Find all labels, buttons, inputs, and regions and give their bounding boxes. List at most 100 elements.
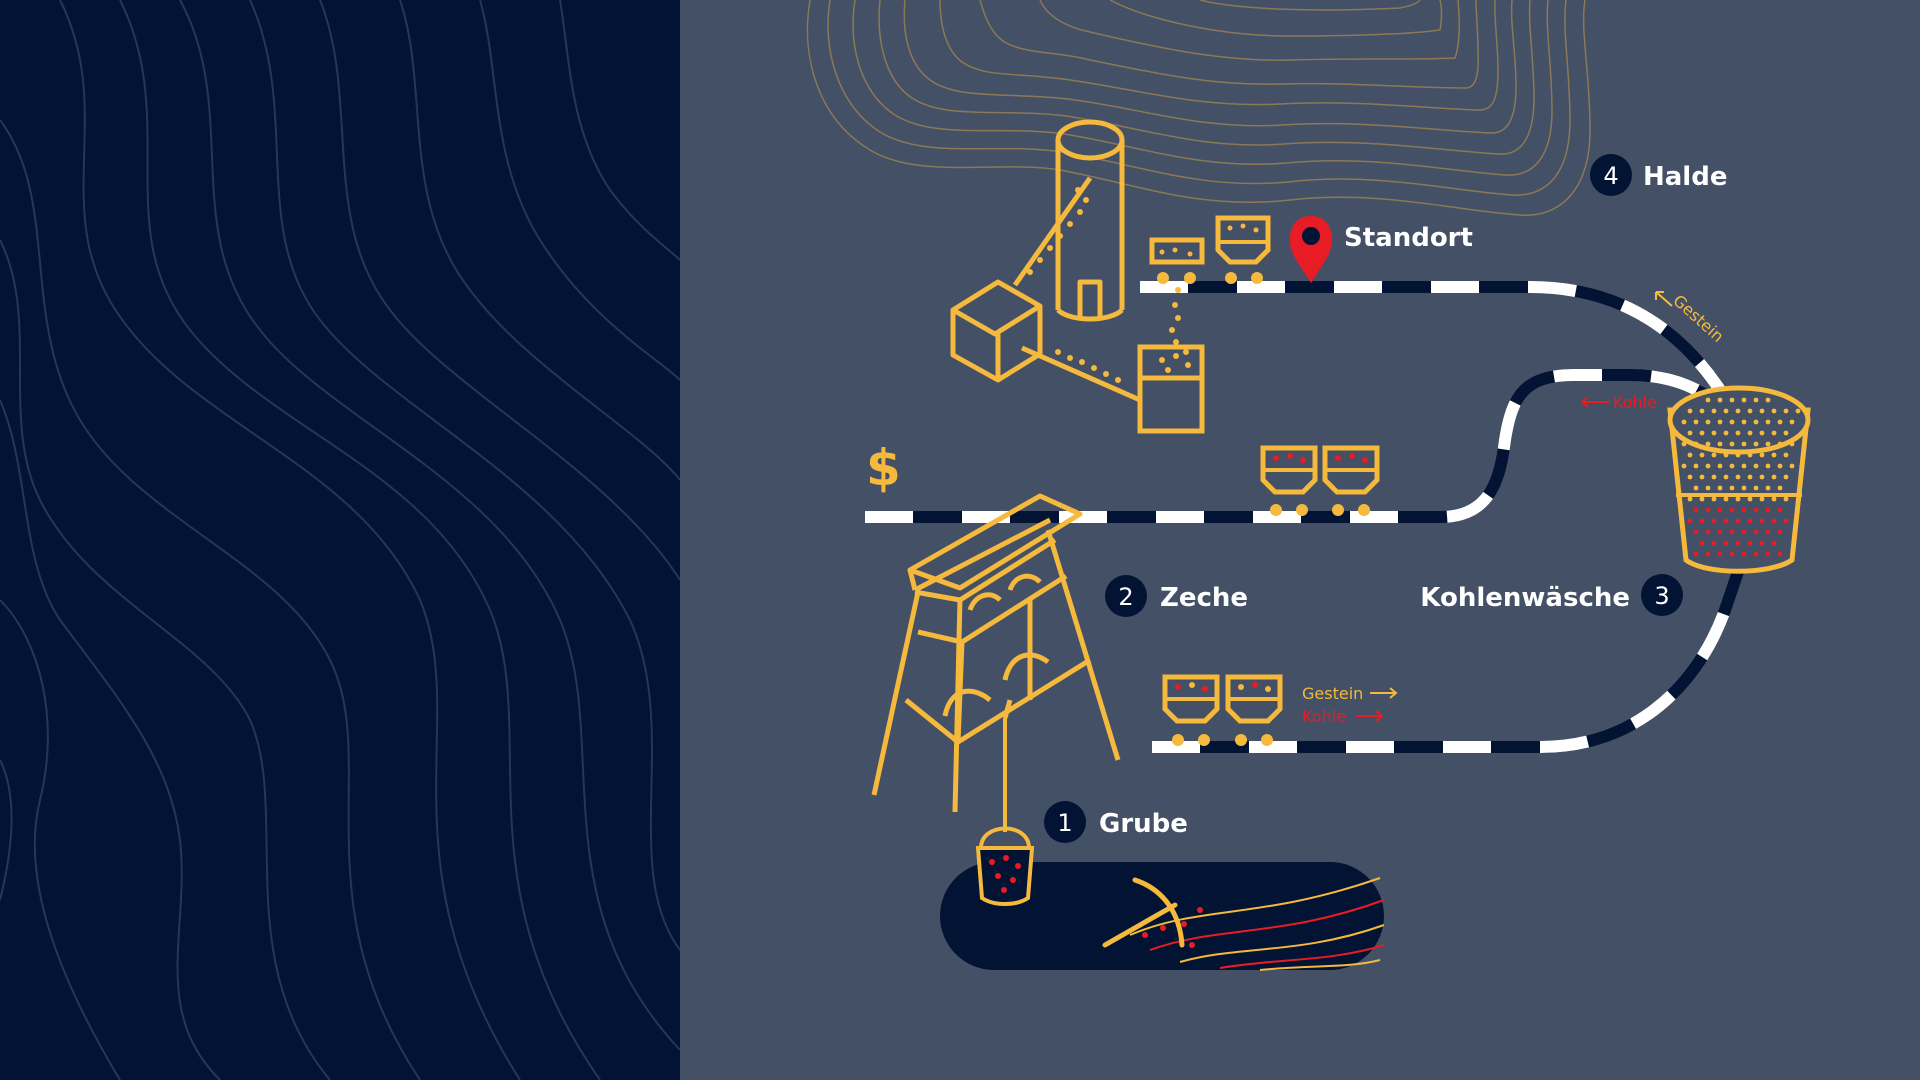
drum-particle: [1789, 463, 1795, 469]
drum-particle: [1789, 441, 1795, 447]
drum-particle: [1717, 463, 1723, 469]
step-number: 4: [1603, 162, 1618, 190]
drum-particle: [1717, 441, 1723, 447]
drum-particle: [1747, 518, 1753, 524]
drum-particle: [1711, 474, 1717, 480]
drum-particle: [1723, 518, 1729, 524]
silo-icon: [1012, 119, 1125, 322]
drum-particle: [1747, 452, 1753, 458]
step-number: 3: [1654, 582, 1669, 610]
drum-particle: [1771, 540, 1777, 546]
drum-particle: [1729, 507, 1735, 513]
drum-particle: [1729, 397, 1735, 403]
drum-particle: [1735, 474, 1741, 480]
drum-particle: [1753, 397, 1759, 403]
drum-particle: [1747, 474, 1753, 480]
drum-particle: [1705, 485, 1711, 491]
drum-particle: [1687, 452, 1693, 458]
rail-network: [865, 281, 1748, 753]
drum-particle: [1729, 441, 1735, 447]
drum-particle: [1699, 408, 1705, 414]
step-number-badge: [1044, 801, 1086, 843]
drum-particle: [1777, 441, 1783, 447]
drum-particle: [1741, 397, 1747, 403]
step-number: 2: [1118, 583, 1133, 611]
drum-particle: [1777, 551, 1783, 557]
mine-cart-icon: [1260, 445, 1380, 516]
mine-chamber: [940, 862, 1384, 970]
bucket-icon: [975, 718, 1035, 906]
drum-particle: [1777, 463, 1783, 469]
drum-particle: [1741, 441, 1747, 447]
step-grube: 1 Grube: [1044, 801, 1188, 843]
drum-particle: [1711, 496, 1717, 502]
drum-particle: [1771, 474, 1777, 480]
drum-particle: [1765, 441, 1771, 447]
drum-particle: [1717, 529, 1723, 535]
drum-particle: [1735, 540, 1741, 546]
hopper-icon: [1137, 344, 1205, 434]
top-contour-lines: [806, 0, 1591, 216]
drum-particle: [1729, 529, 1735, 535]
step-number-badge: [1641, 574, 1683, 616]
pickaxe-icon: [1102, 877, 1185, 948]
drum-particle: [1783, 496, 1789, 502]
drum-particle: [1753, 463, 1759, 469]
mine-cart-icon: [1149, 215, 1271, 284]
step-label-grube: Grube: [1099, 809, 1188, 839]
drum-particle: [1765, 463, 1771, 469]
drum-particle: [1753, 485, 1759, 491]
drum-particle: [1693, 551, 1699, 557]
drum-particle: [1717, 507, 1723, 513]
drum-particle: [1765, 507, 1771, 513]
cube-icon: [950, 279, 1142, 403]
drum-particle: [1741, 551, 1747, 557]
drum-particle: [1753, 441, 1759, 447]
coal-seam-lines: [1129, 877, 1385, 971]
step-label-halde: Halde: [1643, 162, 1727, 192]
conveyor-particles: [1055, 287, 1181, 383]
drum-particle: [1771, 430, 1777, 436]
left-panel: [0, 0, 680, 1080]
drum-particle: [1681, 441, 1687, 447]
step-label-zeche: Zeche: [1160, 583, 1248, 613]
location-pin-icon: [1289, 216, 1333, 283]
drum-particle: [1741, 463, 1747, 469]
drum-particle: [1711, 540, 1717, 546]
drum-particle: [1765, 485, 1771, 491]
drum-particle: [1717, 551, 1723, 557]
drum-particle: [1723, 408, 1729, 414]
drum-particle: [1771, 408, 1777, 414]
washing-drum-icon: [1667, 385, 1811, 574]
coal-particles: [1142, 907, 1203, 948]
drum-particle: [1693, 529, 1699, 535]
step-number: 1: [1057, 809, 1072, 837]
drum-particle: [1765, 529, 1771, 535]
drum-particle: [1753, 529, 1759, 535]
kohle-label-mid: Kohle: [1613, 393, 1657, 412]
flow-arrow-lower: Gestein Kohle: [1302, 684, 1398, 726]
drum-particle: [1789, 419, 1795, 425]
drum-particle: [1735, 518, 1741, 524]
drum-particle: [1783, 430, 1789, 436]
drum-particle: [1723, 430, 1729, 436]
drum-particle: [1699, 496, 1705, 502]
step-halde: 4 Halde: [1590, 154, 1727, 196]
location-label: Standort: [1344, 223, 1473, 253]
drum-particle: [1753, 507, 1759, 513]
drum-particle: [1705, 419, 1711, 425]
drum-particle: [1771, 452, 1777, 458]
drum-particle: [1753, 419, 1759, 425]
drum-particle: [1717, 419, 1723, 425]
drum-particle: [1717, 397, 1723, 403]
drum-particle: [1723, 452, 1729, 458]
drum-particle: [1693, 463, 1699, 469]
drum-particle: [1699, 540, 1705, 546]
drum-particle: [1687, 496, 1693, 502]
gestein-label-lower: Gestein: [1302, 684, 1363, 703]
drum-particle: [1783, 474, 1789, 480]
drum-particle: [1777, 485, 1783, 491]
drum-particle: [1693, 507, 1699, 513]
